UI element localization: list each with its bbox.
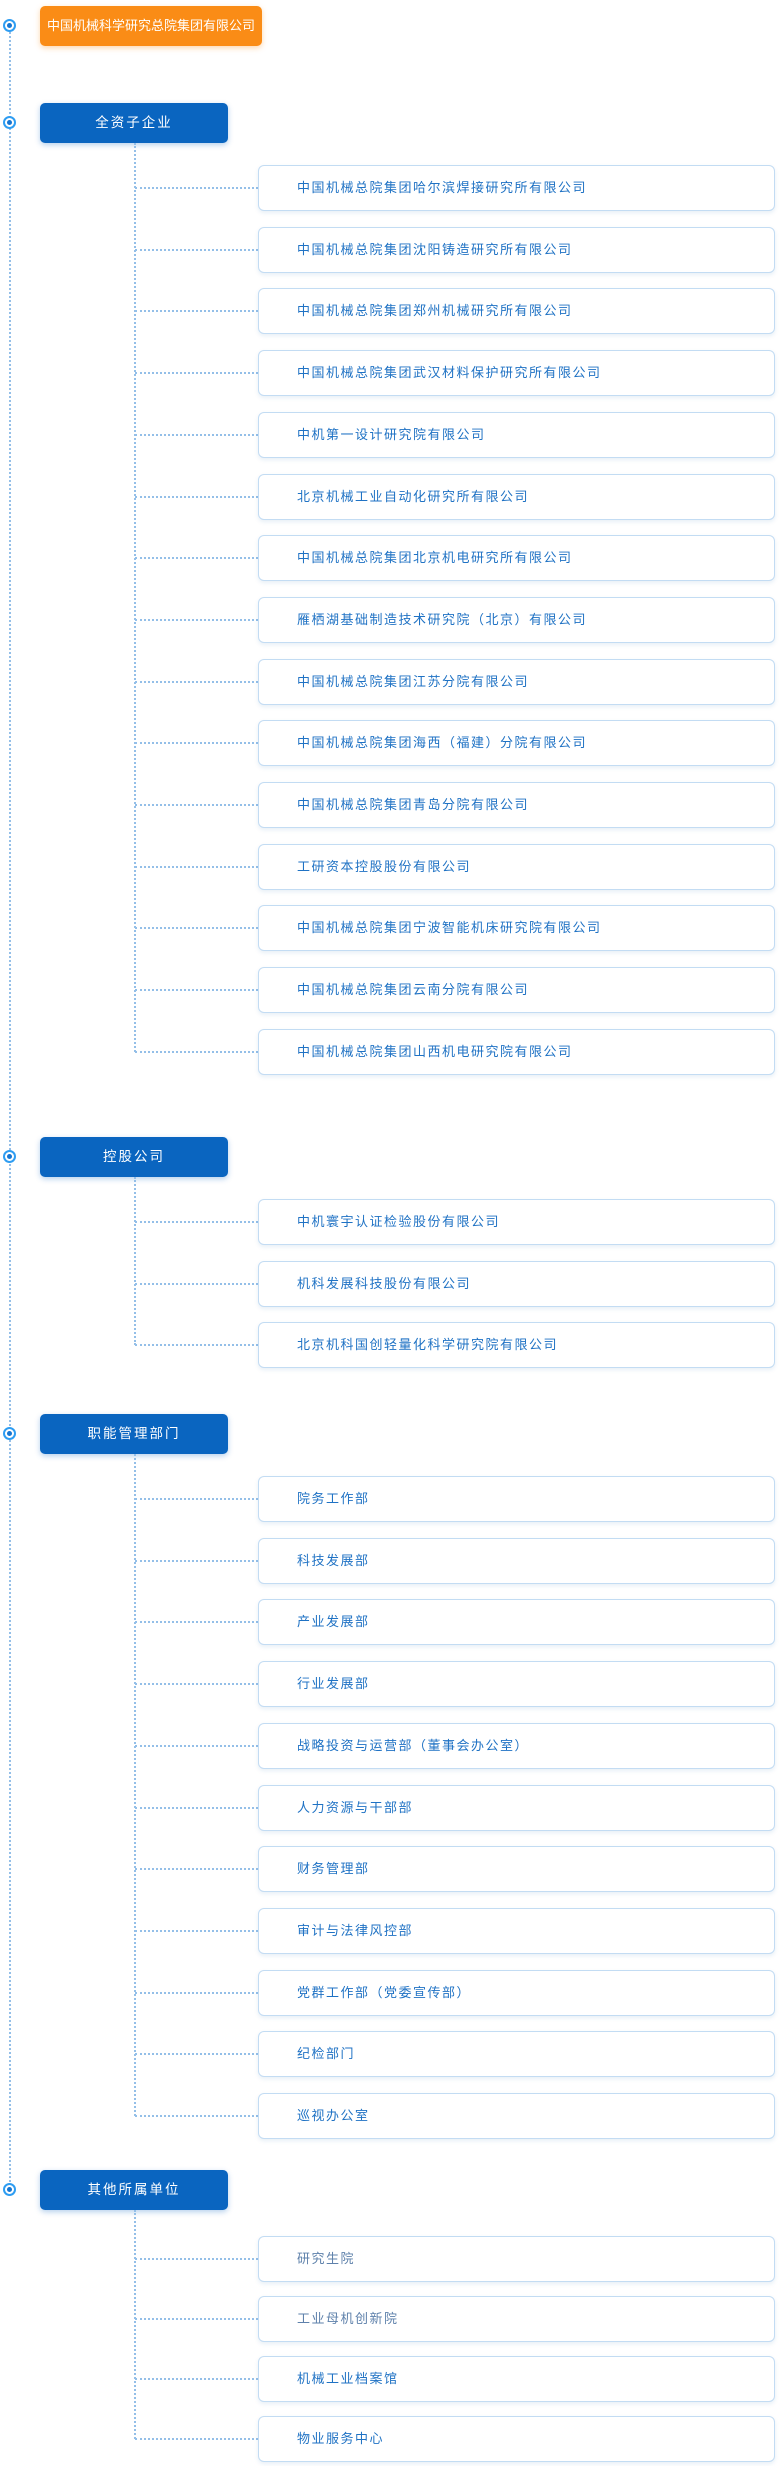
connector-line bbox=[135, 496, 258, 498]
connector-line bbox=[135, 1992, 258, 1994]
connector-line bbox=[135, 866, 258, 868]
org-node[interactable]: 中国机械总院集团北京机电研究所有限公司 bbox=[258, 535, 775, 581]
section-branch-line bbox=[134, 1177, 136, 1345]
connector-line bbox=[135, 434, 258, 436]
section-header-holding-companies[interactable]: 控股公司 bbox=[40, 1137, 228, 1177]
connector-line bbox=[135, 1498, 258, 1500]
section-header-other-affiliated-units[interactable]: 其他所属单位 bbox=[40, 2170, 228, 2210]
bullet-dot bbox=[7, 120, 12, 125]
connector-line bbox=[135, 742, 258, 744]
org-node[interactable]: 北京机械工业自动化研究所有限公司 bbox=[258, 474, 775, 520]
section-header-wholly-owned-enterprises[interactable]: 全资子企业 bbox=[40, 103, 228, 143]
org-node[interactable]: 中国机械总院集团青岛分院有限公司 bbox=[258, 782, 775, 828]
node-bullet-icon bbox=[3, 2183, 16, 2196]
connector-line bbox=[135, 1745, 258, 1747]
org-node[interactable]: 机科发展科技股份有限公司 bbox=[258, 1261, 775, 1307]
org-node[interactable]: 中机第一设计研究院有限公司 bbox=[258, 412, 775, 458]
org-node[interactable]: 产业发展部 bbox=[258, 1599, 775, 1645]
org-node[interactable]: 行业发展部 bbox=[258, 1661, 775, 1707]
bullet-dot bbox=[7, 1431, 12, 1436]
connector-line bbox=[135, 927, 258, 929]
tree-spine-line bbox=[8, 24, 11, 2190]
connector-line bbox=[135, 619, 258, 621]
connector-line bbox=[135, 2115, 258, 2117]
org-node[interactable]: 工研资本控股股份有限公司 bbox=[258, 844, 775, 890]
node-bullet-icon bbox=[3, 1427, 16, 1440]
org-node[interactable]: 中国机械总院集团武汉材料保护研究所有限公司 bbox=[258, 350, 775, 396]
connector-line bbox=[135, 1683, 258, 1685]
org-node[interactable]: 战略投资与运营部（董事会办公室） bbox=[258, 1723, 775, 1769]
connector-line bbox=[135, 372, 258, 374]
root-company-node[interactable]: 中国机械科学研究总院集团有限公司 bbox=[40, 6, 262, 46]
org-node[interactable]: 雁栖湖基础制造技术研究院（北京）有限公司 bbox=[258, 597, 775, 643]
connector-line bbox=[135, 1868, 258, 1870]
connector-line bbox=[135, 310, 258, 312]
connector-line bbox=[135, 1221, 258, 1223]
org-node[interactable]: 北京机科国创轻量化科学研究院有限公司 bbox=[258, 1322, 775, 1368]
org-node[interactable]: 中国机械总院集团哈尔滨焊接研究所有限公司 bbox=[258, 165, 775, 211]
connector-line bbox=[135, 1283, 258, 1285]
node-bullet-icon bbox=[3, 19, 16, 32]
node-bullet-icon bbox=[3, 116, 16, 129]
connector-line bbox=[135, 804, 258, 806]
connector-line bbox=[135, 2318, 258, 2320]
connector-line bbox=[135, 989, 258, 991]
connector-line bbox=[135, 681, 258, 683]
section-header-functional-departments[interactable]: 职能管理部门 bbox=[40, 1414, 228, 1454]
section-branch-line bbox=[134, 143, 136, 1052]
connector-line bbox=[135, 2438, 258, 2440]
org-node[interactable]: 中国机械总院集团沈阳铸造研究所有限公司 bbox=[258, 227, 775, 273]
org-node[interactable]: 科技发展部 bbox=[258, 1538, 775, 1584]
connector-line bbox=[135, 249, 258, 251]
connector-line bbox=[135, 2378, 258, 2380]
org-node[interactable]: 财务管理部 bbox=[258, 1846, 775, 1892]
org-node[interactable]: 党群工作部（党委宣传部） bbox=[258, 1970, 775, 2016]
org-node[interactable]: 中国机械总院集团宁波智能机床研究院有限公司 bbox=[258, 905, 775, 951]
connector-line bbox=[135, 2258, 258, 2260]
connector-line bbox=[135, 557, 258, 559]
org-node[interactable]: 中国机械总院集团郑州机械研究所有限公司 bbox=[258, 288, 775, 334]
org-node[interactable]: 院务工作部 bbox=[258, 1476, 775, 1522]
connector-line bbox=[135, 1807, 258, 1809]
bullet-dot bbox=[7, 1154, 12, 1159]
bullet-dot bbox=[7, 23, 12, 28]
bullet-dot bbox=[7, 2187, 12, 2192]
org-node[interactable]: 审计与法律风控部 bbox=[258, 1908, 775, 1954]
org-node[interactable]: 中国机械总院集团云南分院有限公司 bbox=[258, 967, 775, 1013]
connector-line bbox=[135, 1560, 258, 1562]
org-node[interactable]: 物业服务中心 bbox=[258, 2416, 775, 2462]
org-node[interactable]: 人力资源与干部部 bbox=[258, 1785, 775, 1831]
org-node[interactable]: 工业母机创新院 bbox=[258, 2296, 775, 2342]
connector-line bbox=[135, 1344, 258, 1346]
org-node[interactable]: 中国机械总院集团山西机电研究院有限公司 bbox=[258, 1029, 775, 1075]
org-node[interactable]: 中机寰宇认证检验股份有限公司 bbox=[258, 1199, 775, 1245]
connector-line bbox=[135, 1051, 258, 1053]
connector-line bbox=[135, 1930, 258, 1932]
node-bullet-icon bbox=[3, 1150, 16, 1163]
org-node[interactable]: 机械工业档案馆 bbox=[258, 2356, 775, 2402]
connector-line bbox=[135, 1621, 258, 1623]
connector-line bbox=[135, 2053, 258, 2055]
org-node[interactable]: 纪检部门 bbox=[258, 2031, 775, 2077]
connector-line bbox=[135, 187, 258, 189]
section-branch-line bbox=[134, 1454, 136, 2116]
org-node[interactable]: 中国机械总院集团江苏分院有限公司 bbox=[258, 659, 775, 705]
org-node[interactable]: 研究生院 bbox=[258, 2236, 775, 2282]
org-node[interactable]: 中国机械总院集团海西（福建）分院有限公司 bbox=[258, 720, 775, 766]
org-node[interactable]: 巡视办公室 bbox=[258, 2093, 775, 2139]
section-branch-line bbox=[134, 2210, 136, 2439]
